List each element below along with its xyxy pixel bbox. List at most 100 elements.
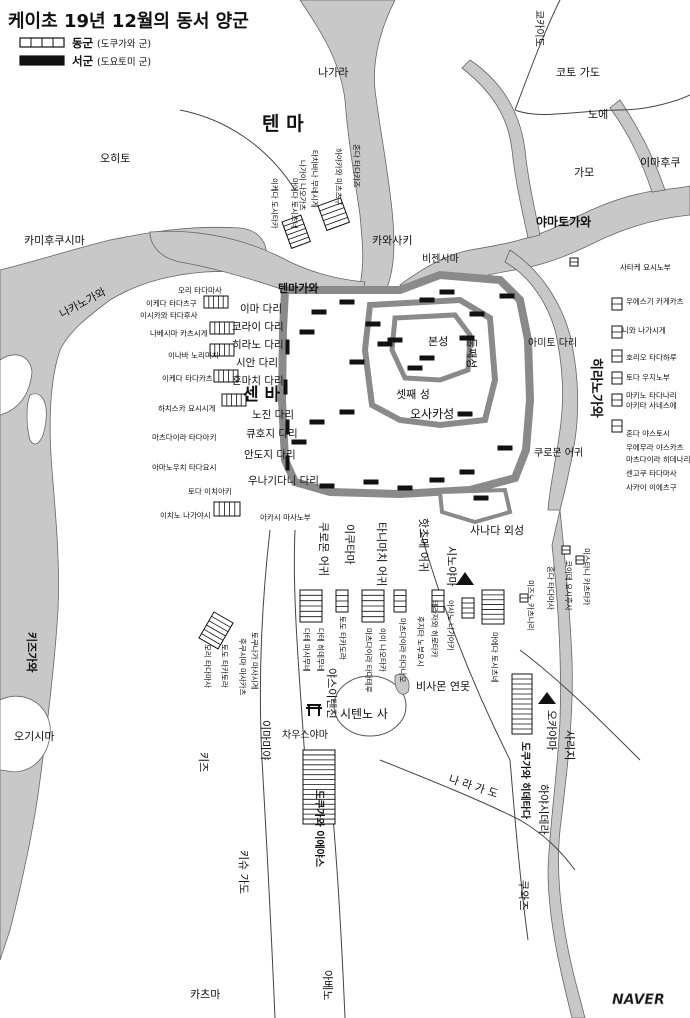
label-senba: 센 바 xyxy=(243,385,281,405)
commander-south-left-0: 모리 타다마사 xyxy=(203,644,212,688)
west-unit-8 xyxy=(499,293,515,299)
label-bizenshima: 비젠시마 xyxy=(422,253,459,265)
east-unit-west-2 xyxy=(209,343,235,357)
label-okayama: 오카야마 xyxy=(545,710,558,750)
gate-ikutamaguchi: 이쿠타마 xyxy=(343,524,356,564)
commander-south-mid-3: 마츠다이라 타다테루 xyxy=(364,628,374,693)
commander-north-5: 혼다 타다카즈 xyxy=(352,144,362,188)
legend-east-label: 동군 xyxy=(72,36,94,50)
label-ieyasu: 도쿠가와 이에야스 xyxy=(313,790,326,867)
commander-east-8: 우에무라 야스카츠 xyxy=(626,442,684,452)
commander-south-left-3: 토쿠나가 마사시게 xyxy=(250,632,260,690)
legend-west-symbol xyxy=(19,55,65,66)
road-kyokaido xyxy=(514,0,561,111)
commander-west-bank-3: 나베시마 카츠시게 xyxy=(150,328,208,338)
commander-east-5: 마키노 타다나리 xyxy=(626,391,677,400)
bridge-nojibashi: 노진 다리 xyxy=(252,409,294,421)
commander-west-bank-1: 이케다 타다츠구 xyxy=(146,298,197,308)
label-hidetada: 도쿠가와 히데타다 xyxy=(519,742,532,820)
west-unit-24 xyxy=(469,311,485,317)
road-sariji xyxy=(519,649,641,761)
road-kishu xyxy=(259,529,276,1018)
label-kawasaki: 카와사키 xyxy=(372,234,412,247)
commander-east-2: 니와 나가시게 xyxy=(622,325,666,335)
commander-east-4: 토다 우지노부 xyxy=(626,373,670,382)
west-sandbar-2 xyxy=(26,393,47,445)
west-unit-wall-3 xyxy=(285,455,290,471)
gate-labels: 쿠로몬 어귀 이쿠타마 타니마치 어귀 핫초메 어귀 xyxy=(317,518,430,586)
commander-west-bank-6: 하치스카 요시시게 xyxy=(158,403,216,413)
east-unit-south-3 xyxy=(393,589,407,613)
east-unit-west-3 xyxy=(213,369,239,383)
commander-west-bank-2: 이시카와 타다후사 xyxy=(140,310,198,320)
east-stream xyxy=(547,509,586,1018)
label-imafukuro: 이마후쿠 xyxy=(640,156,680,169)
west-sandbar-1 xyxy=(0,354,33,416)
east-unit-south-7 xyxy=(511,673,533,735)
label-sariji: 사리지 xyxy=(563,730,576,760)
commander-north-2: 나가이 나오가츠 xyxy=(298,160,308,211)
east-unit-small-3 xyxy=(519,593,529,603)
west-unit-3 xyxy=(377,341,393,347)
label-gamo: 가모 xyxy=(574,166,594,179)
east-unit-east-3 xyxy=(611,371,623,385)
west-unit-9 xyxy=(459,469,475,475)
commander-west-bank-7: 마츠다이라 타다아키 xyxy=(152,432,216,442)
label-hiranogawa: 히라노가와 xyxy=(588,358,604,418)
west-unit-12 xyxy=(363,479,379,485)
label-osakajo: 오사카성 xyxy=(410,407,454,421)
commander-east-3: 호리오 타다하루 xyxy=(626,352,677,362)
commander-south-mid-6: 후지타 노부요시 xyxy=(416,616,425,667)
commander-north-4: 하야카와 미츠츠구 xyxy=(334,148,344,206)
road-ne xyxy=(514,94,690,115)
legend-east-symbol xyxy=(19,37,65,48)
commander-south-mid-7: 테라자와 히로타카 xyxy=(430,600,440,658)
east-unit-east-1 xyxy=(611,325,623,339)
commander-south-right-3: 미스타니 카츠타카 xyxy=(582,548,591,606)
east-unit-small-1 xyxy=(575,555,585,565)
west-unit-16 xyxy=(419,355,435,361)
label-kishukaido: 키슈 가도 xyxy=(237,850,250,894)
commander-north-3: 타치바나 무네시게 xyxy=(310,150,320,208)
place-labels: 텐 마 센 바 나가라 오히토 카미후쿠시마 나카노가와 카와사키 비젠시마 텐… xyxy=(14,10,680,1001)
commander-east-1: 우에스기 카게카츠 xyxy=(626,296,684,306)
road-kishu-2 xyxy=(293,529,306,761)
east-unit-south-8 xyxy=(302,749,336,825)
east-unit-west-4 xyxy=(221,393,247,407)
west-unit-10 xyxy=(429,477,445,483)
commander-north-0: 이케다 도시타카 xyxy=(270,178,280,229)
east-unit-south-1 xyxy=(335,589,349,613)
road-nara xyxy=(379,759,576,871)
east-unit-south-2 xyxy=(361,589,385,623)
label-sannomaru: 셋째 성 xyxy=(396,388,430,401)
label-kuromonguchi2: 쿠로몬 어귀 xyxy=(534,447,583,459)
commander-south-mid-5: 마츠다이라 타다나오 xyxy=(398,618,408,683)
label-nagara: 나가라 xyxy=(318,66,348,79)
bridge-unagidanibashi: 우나기다니 다리 xyxy=(248,475,319,487)
label-ninomaru: 둘째성 xyxy=(465,338,478,368)
commander-west-bank-9: 토다 이치아키 xyxy=(188,486,232,496)
commander-west-bank-11: 아카시 마사노부 xyxy=(260,512,311,522)
map-title: 케이초 19년 12월의 동서 양군 xyxy=(8,11,249,32)
commander-east-9: 마츠다이라 히데나리 xyxy=(626,454,690,464)
bridge-honmachibashi: 혼마치 다리 xyxy=(232,374,284,387)
label-habikino: 하야시데라 xyxy=(537,784,551,835)
commander-south-mid-9: 마에다 토시츠네 xyxy=(490,632,499,683)
label-sanadamaru: 사나다 외성 xyxy=(470,524,524,537)
west-unit-17 xyxy=(387,337,403,343)
ne-stream xyxy=(461,59,541,239)
label-kamifukushima: 카미후쿠시마 xyxy=(24,234,85,247)
commander-east-10: 센고쿠 타다마사 xyxy=(626,468,677,478)
east-unit-south-4 xyxy=(431,589,445,613)
label-katama: 카츠마 xyxy=(190,988,220,1001)
east-unit-north-1 xyxy=(317,197,351,232)
commander-west-bank-8: 아마노우치 타다요시 xyxy=(152,462,216,472)
commander-south-mid-8: 아사노 나가아키 xyxy=(446,600,456,651)
bishamon-pond xyxy=(394,673,410,695)
label-shitennoji: 시텐노 사 xyxy=(340,707,388,721)
bridge-koraibashi: 코라이 다리 xyxy=(232,321,284,333)
honmaru-wall xyxy=(389,312,473,383)
commander-south-left-1: 토도 타카토라 xyxy=(220,644,229,688)
